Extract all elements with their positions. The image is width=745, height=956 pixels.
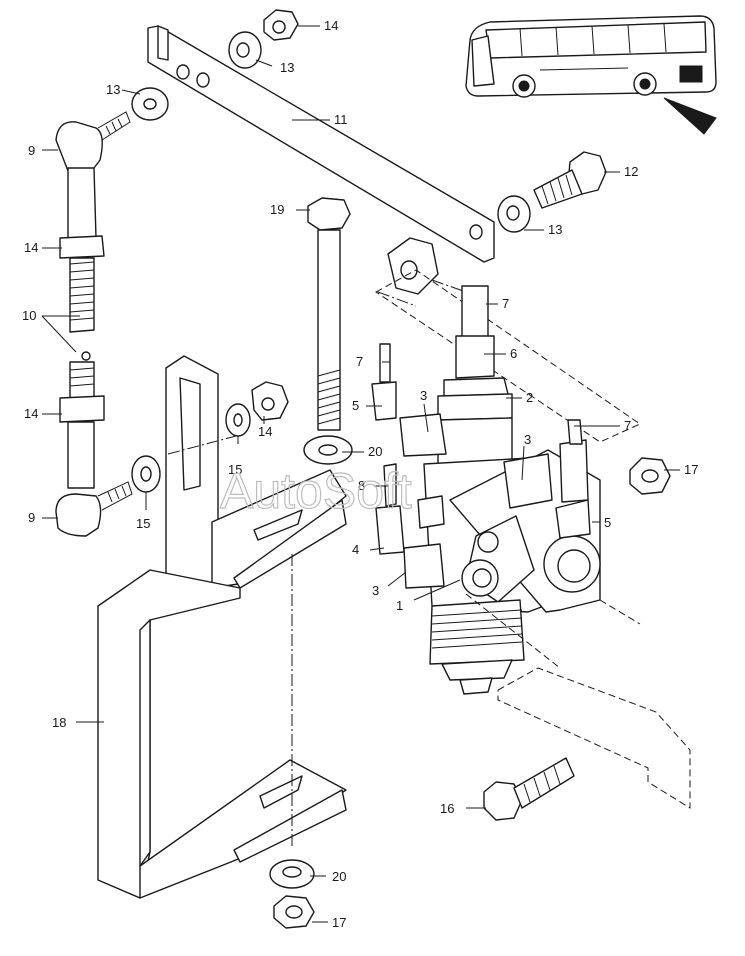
callout-13-left: 13: [106, 82, 120, 97]
bolt-16: [483, 757, 575, 821]
callout-4: 4: [352, 542, 359, 557]
callout-20-mid: 20: [368, 444, 382, 459]
callout-11: 11: [334, 112, 348, 127]
callout-14-mid: 14: [258, 424, 272, 439]
nut-17-right: [629, 457, 671, 495]
nut-14-top: [263, 9, 299, 41]
callout-15-mid: 15: [228, 462, 242, 477]
callout-3-right: 3: [524, 432, 531, 447]
callout-13-top: 13: [280, 60, 294, 75]
mounting-plate-11: [147, 25, 495, 263]
callout-9-top: 9: [28, 143, 35, 158]
callout-16: 16: [440, 801, 454, 816]
callout-7-right: 7: [624, 418, 631, 433]
callout-5-left: 5: [352, 398, 359, 413]
view-direction-arrow-icon: [663, 97, 717, 135]
leader-lines: [41, 25, 680, 923]
callout-3-low: 3: [372, 583, 379, 598]
callout-6: 6: [510, 346, 517, 361]
bolt-19: [307, 197, 351, 431]
washer-13-top: [228, 31, 262, 69]
callout-12: 12: [624, 164, 638, 179]
nut-14-mid: [251, 381, 289, 421]
lock-washer-15: [225, 403, 251, 437]
washer-13-left: [131, 87, 169, 121]
callout-14-rod-top: 14: [24, 240, 38, 255]
callout-17-right: 17: [684, 462, 698, 477]
washer-20-low: [269, 859, 315, 889]
nut-17-low: [273, 895, 315, 929]
callout-9-low: 9: [28, 510, 35, 525]
callout-8: 8: [358, 478, 365, 493]
lock-washer-15-left: [131, 455, 161, 493]
valve-assembly: [371, 269, 642, 695]
washer-13-right: [497, 195, 531, 233]
upper-bracket: [165, 355, 347, 589]
callout-17-low: 17: [332, 915, 346, 930]
washer-20-mid: [303, 435, 353, 465]
callout-13-right: 13: [548, 222, 562, 237]
callout-2: 2: [526, 390, 533, 405]
linkage-rod-assembly: [55, 111, 133, 537]
callout-19: 19: [270, 202, 284, 217]
callout-10: 10: [22, 308, 36, 323]
bracket-18: [97, 569, 347, 899]
callout-14-top: 14: [324, 18, 338, 33]
callout-18: 18: [52, 715, 66, 730]
callout-7-left: 7: [356, 354, 363, 369]
callout-5-right: 5: [604, 515, 611, 530]
callout-3-top: 3: [420, 388, 427, 403]
callout-1: 1: [396, 598, 403, 613]
coach-bus-icon: [465, 15, 717, 98]
bolt-12: [533, 151, 607, 209]
callout-7-top: 7: [502, 296, 509, 311]
callout-14-rod-low: 14: [24, 406, 38, 421]
callout-15-left: 15: [136, 516, 150, 531]
watermark: AutoSoft: [220, 463, 412, 519]
threaded-block: [387, 237, 439, 295]
support-bracket-dashed: [497, 667, 691, 809]
callout-20-low: 20: [332, 869, 346, 884]
